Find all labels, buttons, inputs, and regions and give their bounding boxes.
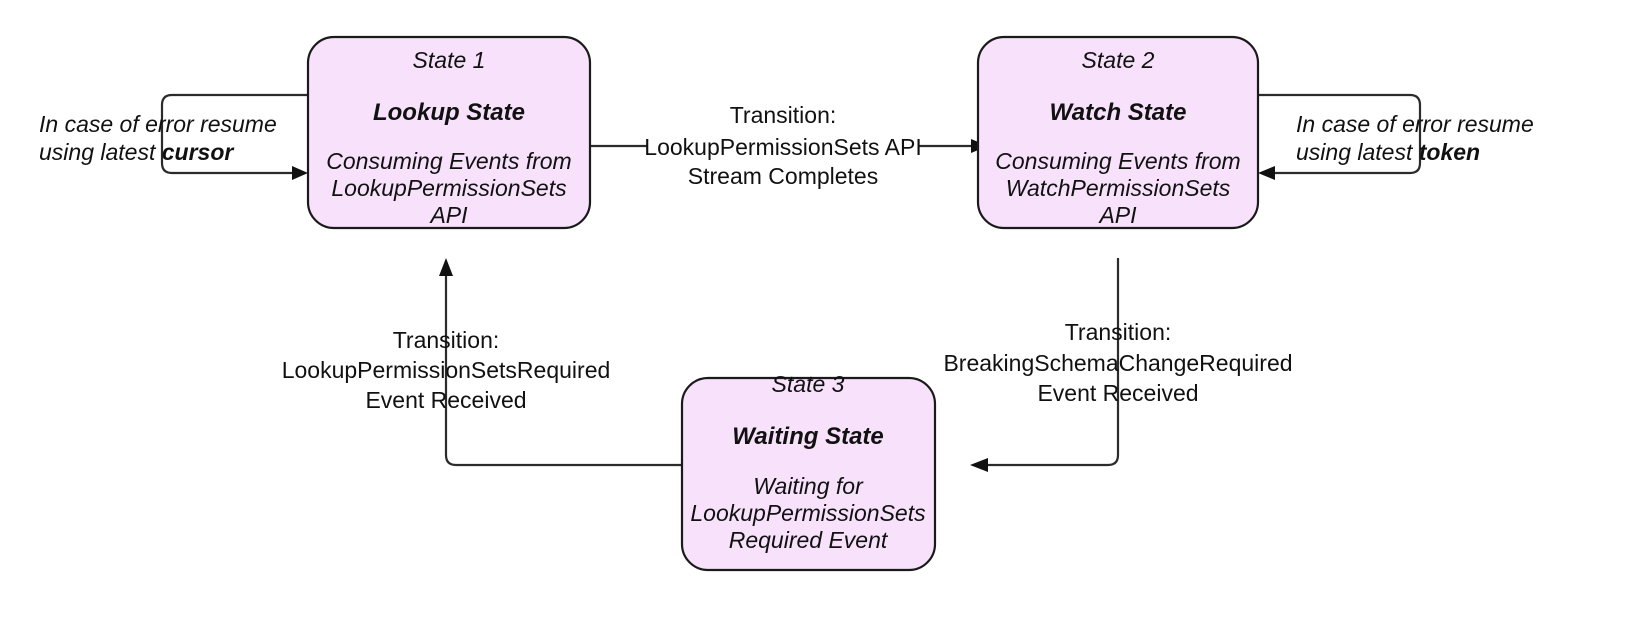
- state-node-waiting-title: Waiting State: [732, 423, 884, 450]
- edge-lookup-error-loop-path: [160, 93, 308, 175]
- note-watch-error-line2-prefix: using latest: [1296, 139, 1419, 165]
- edge-waiting-to-lookup: [439, 258, 682, 467]
- edge-label-watch-to-waiting-line1: Transition:: [1065, 319, 1172, 345]
- state-node-waiting-box[interactable]: [680, 376, 937, 572]
- state-node-lookup-desc-line3: API: [428, 202, 468, 228]
- note-watch-error-line2-strong: token: [1419, 139, 1480, 165]
- state-node-watch-caption: State 2: [1082, 47, 1155, 73]
- state-node-watch-title: Watch State: [1050, 99, 1187, 126]
- edge-label-waiting-to-lookup-line3: Event Received: [365, 387, 526, 413]
- state-node-watch[interactable]: State 2 Watch State Consuming Events fro…: [976, 35, 1260, 230]
- edge-label-waiting-to-lookup-line1: Transition:: [393, 327, 500, 353]
- edge-lookup-error-loop-arrowhead: [292, 166, 308, 180]
- edge-label-watch-to-waiting-line2: BreakingSchemaChangeRequired: [943, 350, 1292, 376]
- state-node-waiting-caption: State 3: [772, 371, 845, 397]
- edge-watch-error-loop: [1258, 93, 1422, 180]
- edge-watch-error-loop-path: [1258, 93, 1422, 175]
- state-node-waiting-desc-line1: Waiting for: [753, 473, 864, 499]
- note-watch-error: In case of error resume using latest tok…: [1296, 111, 1534, 165]
- edge-label-waiting-to-lookup-line2: LookupPermissionSetsRequired: [282, 357, 611, 383]
- state-node-waiting[interactable]: State 3 Waiting State Waiting for Lookup…: [680, 371, 937, 572]
- state-node-lookup[interactable]: State 1 Lookup State Consuming Events fr…: [306, 35, 592, 230]
- state-node-lookup-title: Lookup State: [373, 99, 525, 126]
- edge-waiting-to-lookup-arrowhead: [439, 258, 453, 276]
- edge-watch-to-waiting-arrowhead: [970, 458, 988, 472]
- edge-watch-to-waiting-path: [988, 258, 1120, 467]
- note-lookup-error-line2-strong: cursor: [162, 139, 235, 165]
- state-node-lookup-caption: State 1: [413, 47, 486, 73]
- edge-label-waiting-to-lookup: Transition: LookupPermissionSetsRequired…: [282, 327, 611, 413]
- edge-label-watch-to-waiting-line3: Event Received: [1037, 380, 1198, 406]
- state-node-watch-desc-line1: Consuming Events from: [995, 148, 1240, 174]
- note-watch-error-line1: In case of error resume: [1296, 111, 1534, 137]
- state-node-watch-desc-line2: WatchPermissionSets: [1006, 175, 1231, 201]
- state-node-watch-box[interactable]: [976, 35, 1260, 230]
- edge-label-lookup-to-watch-line2: LookupPermissionSets API: [644, 134, 921, 160]
- state-node-lookup-desc-line1: Consuming Events from: [326, 148, 571, 174]
- edge-label-lookup-to-watch: Transition: LookupPermissionSets API Str…: [644, 102, 921, 189]
- edge-waiting-to-lookup-path: [444, 275, 682, 467]
- note-lookup-error-line2-prefix: using latest: [39, 139, 162, 165]
- note-watch-error-line2: using latest token: [1296, 139, 1480, 165]
- edge-label-lookup-to-watch-line1: Transition:: [730, 102, 837, 128]
- state-node-lookup-box[interactable]: [306, 35, 592, 230]
- note-lookup-error: In case of error resume using latest cur…: [39, 111, 277, 165]
- edge-label-watch-to-waiting: Transition: BreakingSchemaChangeRequired…: [943, 319, 1292, 406]
- edge-lookup-error-loop: [160, 93, 308, 180]
- state-node-watch-desc-line3: API: [1097, 202, 1137, 228]
- state-node-lookup-desc-line2: LookupPermissionSets: [331, 175, 567, 201]
- edge-label-lookup-to-watch-line3: Stream Completes: [688, 163, 878, 189]
- state-node-waiting-desc-line3: Required Event: [729, 527, 889, 553]
- note-lookup-error-line2: using latest cursor: [39, 139, 234, 165]
- note-lookup-error-line1: In case of error resume: [39, 111, 277, 137]
- state-node-waiting-desc-line2: LookupPermissionSets: [690, 500, 926, 526]
- edge-watch-error-loop-arrowhead: [1258, 166, 1275, 180]
- edge-watch-to-waiting: [970, 258, 1120, 472]
